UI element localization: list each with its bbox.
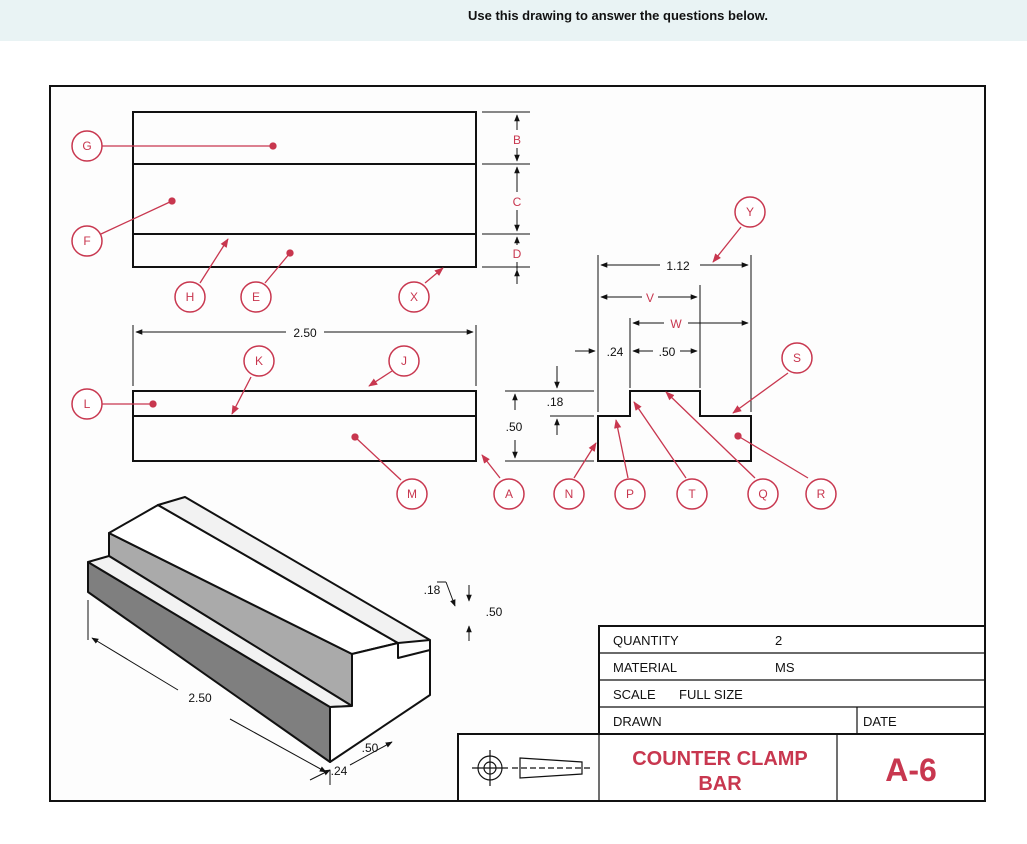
dim-iso-length-label: 2.50	[188, 691, 212, 705]
callout-label-f: F	[83, 234, 90, 248]
callout-d: D	[513, 247, 522, 261]
quantity-label: QUANTITY	[613, 633, 679, 648]
callout-label-g: G	[82, 139, 91, 153]
callout-label-q: Q	[758, 487, 767, 501]
instruction-banner: Use this drawing to answer the questions…	[0, 0, 1027, 41]
callout-circles	[71, 130, 837, 510]
callout-label-p: P	[626, 487, 634, 501]
side-view-profile	[597, 390, 752, 462]
dim-iso-slot-depth-label: .18	[424, 583, 441, 597]
callout-label-h: H	[186, 290, 195, 304]
drawn-label: DRAWN	[613, 714, 662, 729]
top-view	[132, 111, 477, 268]
part-name-line2: BAR	[698, 773, 742, 795]
callout-circle-a[interactable]	[493, 478, 525, 510]
callout-circle-k[interactable]	[243, 345, 275, 377]
callout-c: C	[513, 195, 522, 209]
callout-letters: G F H E X K J L M A N P T Q R S Y	[82, 139, 825, 501]
quantity-value: 2	[775, 633, 782, 648]
callout-circle-f[interactable]	[71, 225, 103, 257]
callout-circle-q[interactable]	[747, 478, 779, 510]
title-block-lines	[598, 652, 985, 801]
isometric-view	[87, 496, 431, 763]
callout-circle-j[interactable]	[388, 345, 420, 377]
callout-circle-x[interactable]	[398, 281, 430, 313]
dim-top-length-label: 2.50	[293, 326, 317, 340]
callout-circle-n[interactable]	[553, 478, 585, 510]
dim-slot-offset-label: .24	[607, 345, 624, 359]
callout-circle-p[interactable]	[614, 478, 646, 510]
scale-value: FULL SIZE	[679, 687, 743, 702]
callout-label-t: T	[688, 487, 696, 501]
callout-circle-l[interactable]	[71, 388, 103, 420]
dim-bcd	[482, 111, 530, 284]
drawing-number: A-6	[885, 752, 937, 788]
callout-label-l: L	[84, 397, 91, 411]
callout-circle-y[interactable]	[734, 196, 766, 228]
dim-top-length	[132, 325, 477, 386]
dim-iso-offset-label: .24	[331, 764, 348, 778]
callout-circle-m[interactable]	[396, 478, 428, 510]
callout-label-y: Y	[746, 205, 754, 219]
callout-circle-g[interactable]	[71, 130, 103, 162]
callout-circle-e[interactable]	[240, 281, 272, 313]
callout-label-m: M	[407, 487, 417, 501]
callout-label-a: A	[505, 487, 513, 501]
callout-circle-t[interactable]	[676, 478, 708, 510]
callout-label-n: N	[565, 487, 574, 501]
callout-circle-r[interactable]	[805, 478, 837, 510]
dim-slot-width-label: .50	[659, 345, 676, 359]
projection-symbol-icon	[472, 750, 590, 786]
dim-iso-height-label: .50	[486, 605, 503, 619]
dim-height-label: .50	[506, 420, 523, 434]
callout-w: W	[670, 317, 682, 331]
dim-overall-width-label: 1.12	[666, 259, 690, 273]
callout-label-e: E	[252, 290, 260, 304]
callout-circle-h[interactable]	[174, 281, 206, 313]
callout-b: B	[513, 133, 521, 147]
material-label: MATERIAL	[613, 660, 677, 675]
callout-label-x: X	[410, 290, 418, 304]
callout-label-j: J	[401, 354, 407, 368]
date-label: DATE	[863, 714, 897, 729]
dim-side	[505, 255, 752, 462]
material-value: MS	[775, 660, 795, 675]
dim-slot-depth-label: .18	[547, 395, 564, 409]
dim-iso	[87, 581, 472, 785]
instruction-text: Use this drawing to answer the questions…	[467, 8, 768, 23]
front-view	[132, 390, 477, 462]
callout-leaders	[100, 142, 809, 481]
callout-v: V	[646, 291, 654, 305]
scale-label: SCALE	[613, 687, 656, 702]
callout-label-s: S	[793, 351, 801, 365]
dim-iso-slot-width-label: .50	[362, 741, 379, 755]
callout-label-r: R	[817, 487, 826, 501]
callout-label-k: K	[255, 354, 263, 368]
part-name-line1: COUNTER CLAMP	[632, 748, 808, 770]
callout-circle-s[interactable]	[781, 342, 813, 374]
